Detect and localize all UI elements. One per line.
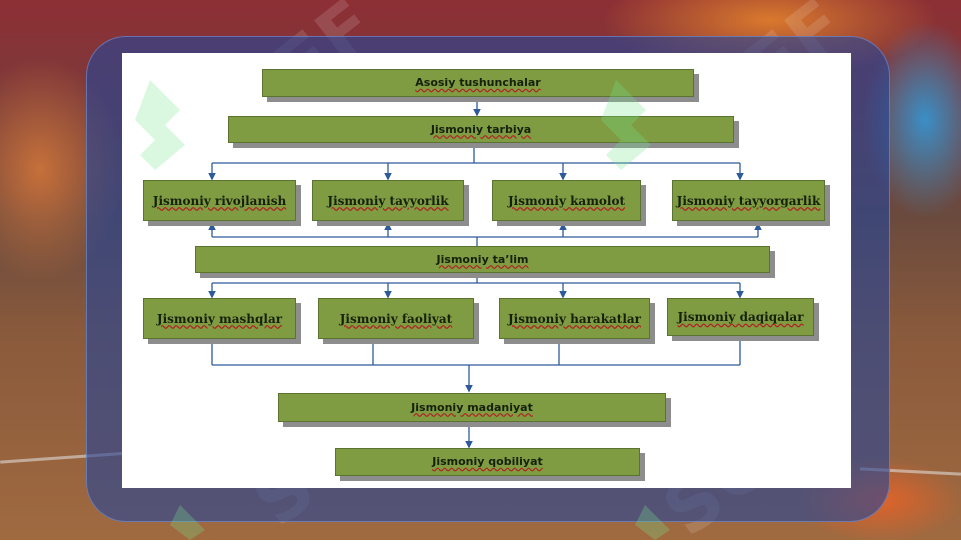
node-jismoniy-mashqlar: Jismoniy mashqlar: [143, 298, 296, 339]
node-jismoniy-talim: Jismoniy ta’lim: [195, 246, 770, 273]
node-jismoniy-tarbiya: Jismoniy tarbiya: [228, 116, 734, 143]
node-jismoniy-qobiliyat: Jismoniy qobiliyat: [335, 448, 640, 476]
node-jismoniy-tayyorgarlik: Jismoniy tayyorgarlik: [672, 180, 825, 221]
node-asosiy-tushunchalar: Asosiy tushunchalar: [262, 69, 694, 97]
watermark-logo-icon: [135, 80, 185, 170]
node-jismoniy-tayyorlik: Jismoniy tayyorlik: [312, 180, 464, 221]
node-jismoniy-kamolot: Jismoniy kamolot: [492, 180, 641, 221]
node-jismoniy-rivojlanish: Jismoniy rivojlanish: [143, 180, 296, 221]
node-jismoniy-faoliyat: Jismoniy faoliyat: [318, 298, 474, 339]
watermark-logo-icon: [601, 80, 651, 170]
node-jismoniy-madaniyat: Jismoniy madaniyat: [278, 393, 666, 422]
watermark-logo-icon: [635, 505, 670, 540]
node-jismoniy-daqiqalar: Jismoniy daqiqalar: [667, 298, 814, 336]
watermark-logo-icon: [170, 505, 205, 540]
node-jismoniy-harakatlar: Jismoniy harakatlar: [499, 298, 650, 339]
connector-lines: [208, 98, 762, 449]
concept-diagram: Asosiy tushunchalar Jismoniy tarbiya Jis…: [122, 53, 851, 488]
